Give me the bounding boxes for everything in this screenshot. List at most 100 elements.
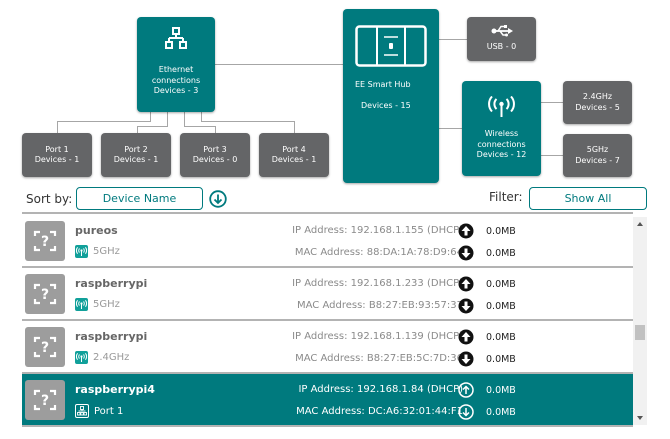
- connector-line: [439, 39, 467, 40]
- connector-line: [541, 102, 563, 103]
- wireless-connections-node[interactable]: Wireless connections Devices - 12: [462, 81, 541, 176]
- device-row-0[interactable]: ? pureos 5GHz IP Address: 192.168.1.155 …: [22, 215, 633, 268]
- download-traffic: 0.0MB: [458, 245, 516, 261]
- download-arrow-icon: [458, 404, 480, 420]
- port-1-node[interactable]: Port 1 Devices - 1: [22, 133, 92, 177]
- ethernet-connections-node[interactable]: Ethernet connections Devices - 3: [137, 17, 215, 112]
- connection-label: 5GHz: [93, 246, 120, 257]
- port-label: Port 4: [282, 144, 306, 154]
- svg-text:?: ?: [41, 393, 49, 409]
- unknown-device-icon: ?: [25, 221, 65, 261]
- connector-line: [57, 121, 151, 122]
- device-row-2[interactable]: ? raspberrypi 2.4GHz IP Address: 192.168…: [22, 321, 633, 374]
- upload-arrow-icon: [458, 382, 480, 398]
- ethernet-device-count: Devices - 3: [153, 86, 199, 95]
- upload-value: 0.0MB: [486, 225, 516, 237]
- connector-line: [137, 126, 168, 127]
- connector-line: [150, 112, 151, 122]
- download-value: 0.0MB: [486, 353, 516, 365]
- usb-icon: [491, 25, 513, 37]
- usb-node[interactable]: USB - 0: [467, 17, 536, 61]
- mac-address: MAC Address: DC:A6:32:01:44:F1: [296, 406, 463, 417]
- device-name: raspberrypi: [75, 330, 148, 343]
- unknown-device-icon: ?: [25, 274, 65, 314]
- port-label: Port 2: [124, 144, 148, 154]
- connector-line: [541, 155, 563, 156]
- smart-hub-icon: [355, 25, 427, 67]
- scroll-thumb[interactable]: [635, 325, 645, 340]
- device-list-scrollbar[interactable]: [633, 217, 647, 425]
- mac-address: MAC Address: B8:27:EB:93:57:37: [297, 300, 463, 311]
- ip-address: IP Address: 192.168.1.233 (DHCP): [292, 278, 463, 289]
- connection-label: 2.4GHz: [93, 352, 130, 363]
- upload-arrow-icon: [458, 329, 480, 345]
- wireless-icon: [75, 298, 88, 311]
- ethernet-label-2: connections: [151, 75, 201, 85]
- sort-by-select[interactable]: Device Name: [76, 187, 203, 210]
- port-device-count: Devices - 0: [192, 155, 238, 164]
- download-arrow-icon: [458, 351, 480, 367]
- band-device-count: Devices - 5: [575, 102, 620, 112]
- port-3-node[interactable]: Port 3 Devices - 0: [180, 133, 250, 177]
- device-row-3[interactable]: ? raspberrypi4 Port 1 IP Address: 192.16…: [22, 374, 633, 427]
- hub-name: EE Smart Hub: [355, 80, 411, 89]
- connector-line: [57, 121, 58, 133]
- device-connection: 5GHz: [75, 245, 120, 258]
- connector-line: [167, 112, 168, 127]
- download-value: 0.0MB: [486, 406, 516, 418]
- band-5ghz-node[interactable]: 5GHz Devices - 7: [563, 134, 632, 177]
- network-icon: [165, 27, 187, 49]
- device-list: ? pureos 5GHz IP Address: 192.168.1.155 …: [22, 212, 633, 430]
- device-name: raspberrypi: [75, 277, 148, 290]
- connector-line: [439, 128, 462, 129]
- connector-line: [137, 126, 138, 133]
- band-label: 2.4GHz: [582, 92, 613, 101]
- unknown-device-icon: ?: [25, 380, 65, 420]
- upload-value: 0.0MB: [486, 384, 516, 396]
- sort-descending-icon[interactable]: [209, 190, 227, 208]
- connector-line: [294, 121, 295, 133]
- ip-address: IP Address: 192.168.1.155 (DHCP): [292, 225, 463, 236]
- band-2-4ghz-node[interactable]: 2.4GHz Devices - 5: [563, 81, 632, 124]
- download-traffic: 0.0MB: [458, 298, 516, 314]
- upload-value: 0.0MB: [486, 278, 516, 290]
- filter-select[interactable]: Show All: [529, 187, 647, 210]
- connector-line: [201, 112, 202, 122]
- mac-address: MAC Address: 88:DA:1A:78:D9:64: [294, 247, 463, 258]
- hub-device-count: Devices - 15: [361, 101, 411, 110]
- scroll-up-arrow[interactable]: [637, 222, 643, 226]
- upload-traffic: 0.0MB: [458, 329, 516, 345]
- download-value: 0.0MB: [486, 247, 516, 259]
- ethernet-icon: [75, 404, 89, 418]
- connector-line: [215, 126, 216, 133]
- device-name: pureos: [75, 224, 118, 237]
- ethernet-label: Ethernet: [158, 65, 194, 74]
- ip-address: IP Address: 192.168.1.84 (DHCP): [298, 384, 463, 395]
- port-2-node[interactable]: Port 2 Devices - 1: [101, 133, 171, 177]
- port-4-node[interactable]: Port 4 Devices - 1: [259, 133, 329, 177]
- download-value: 0.0MB: [486, 300, 516, 312]
- ip-address: IP Address: 192.168.1.139 (DHCP): [292, 331, 463, 342]
- connector-line: [184, 112, 185, 127]
- download-arrow-icon: [458, 298, 480, 314]
- port-device-count: Devices - 1: [271, 155, 317, 164]
- port-label: Port 3: [203, 144, 227, 154]
- scroll-down-arrow[interactable]: [637, 416, 643, 420]
- device-connection: Port 1: [75, 404, 123, 418]
- connection-label: Port 1: [94, 405, 124, 417]
- connector-line: [215, 64, 343, 65]
- upload-traffic: 0.0MB: [458, 223, 516, 239]
- smart-hub-node[interactable]: EE Smart Hub Devices - 15: [343, 9, 439, 183]
- wireless-label-2: connections: [477, 139, 526, 149]
- port-label: Port 1: [45, 144, 69, 154]
- device-row-1[interactable]: ? raspberrypi 5GHz IP Address: 192.168.1…: [22, 268, 633, 321]
- port-device-count: Devices - 1: [113, 155, 159, 164]
- upload-arrow-icon: [458, 276, 480, 292]
- upload-value: 0.0MB: [486, 331, 516, 343]
- download-arrow-icon: [458, 245, 480, 261]
- filter-label: Filter:: [489, 190, 523, 204]
- connector-line: [184, 126, 216, 127]
- port-device-count: Devices - 1: [34, 155, 80, 164]
- svg-text:?: ?: [41, 234, 49, 250]
- wireless-icon: [75, 245, 88, 258]
